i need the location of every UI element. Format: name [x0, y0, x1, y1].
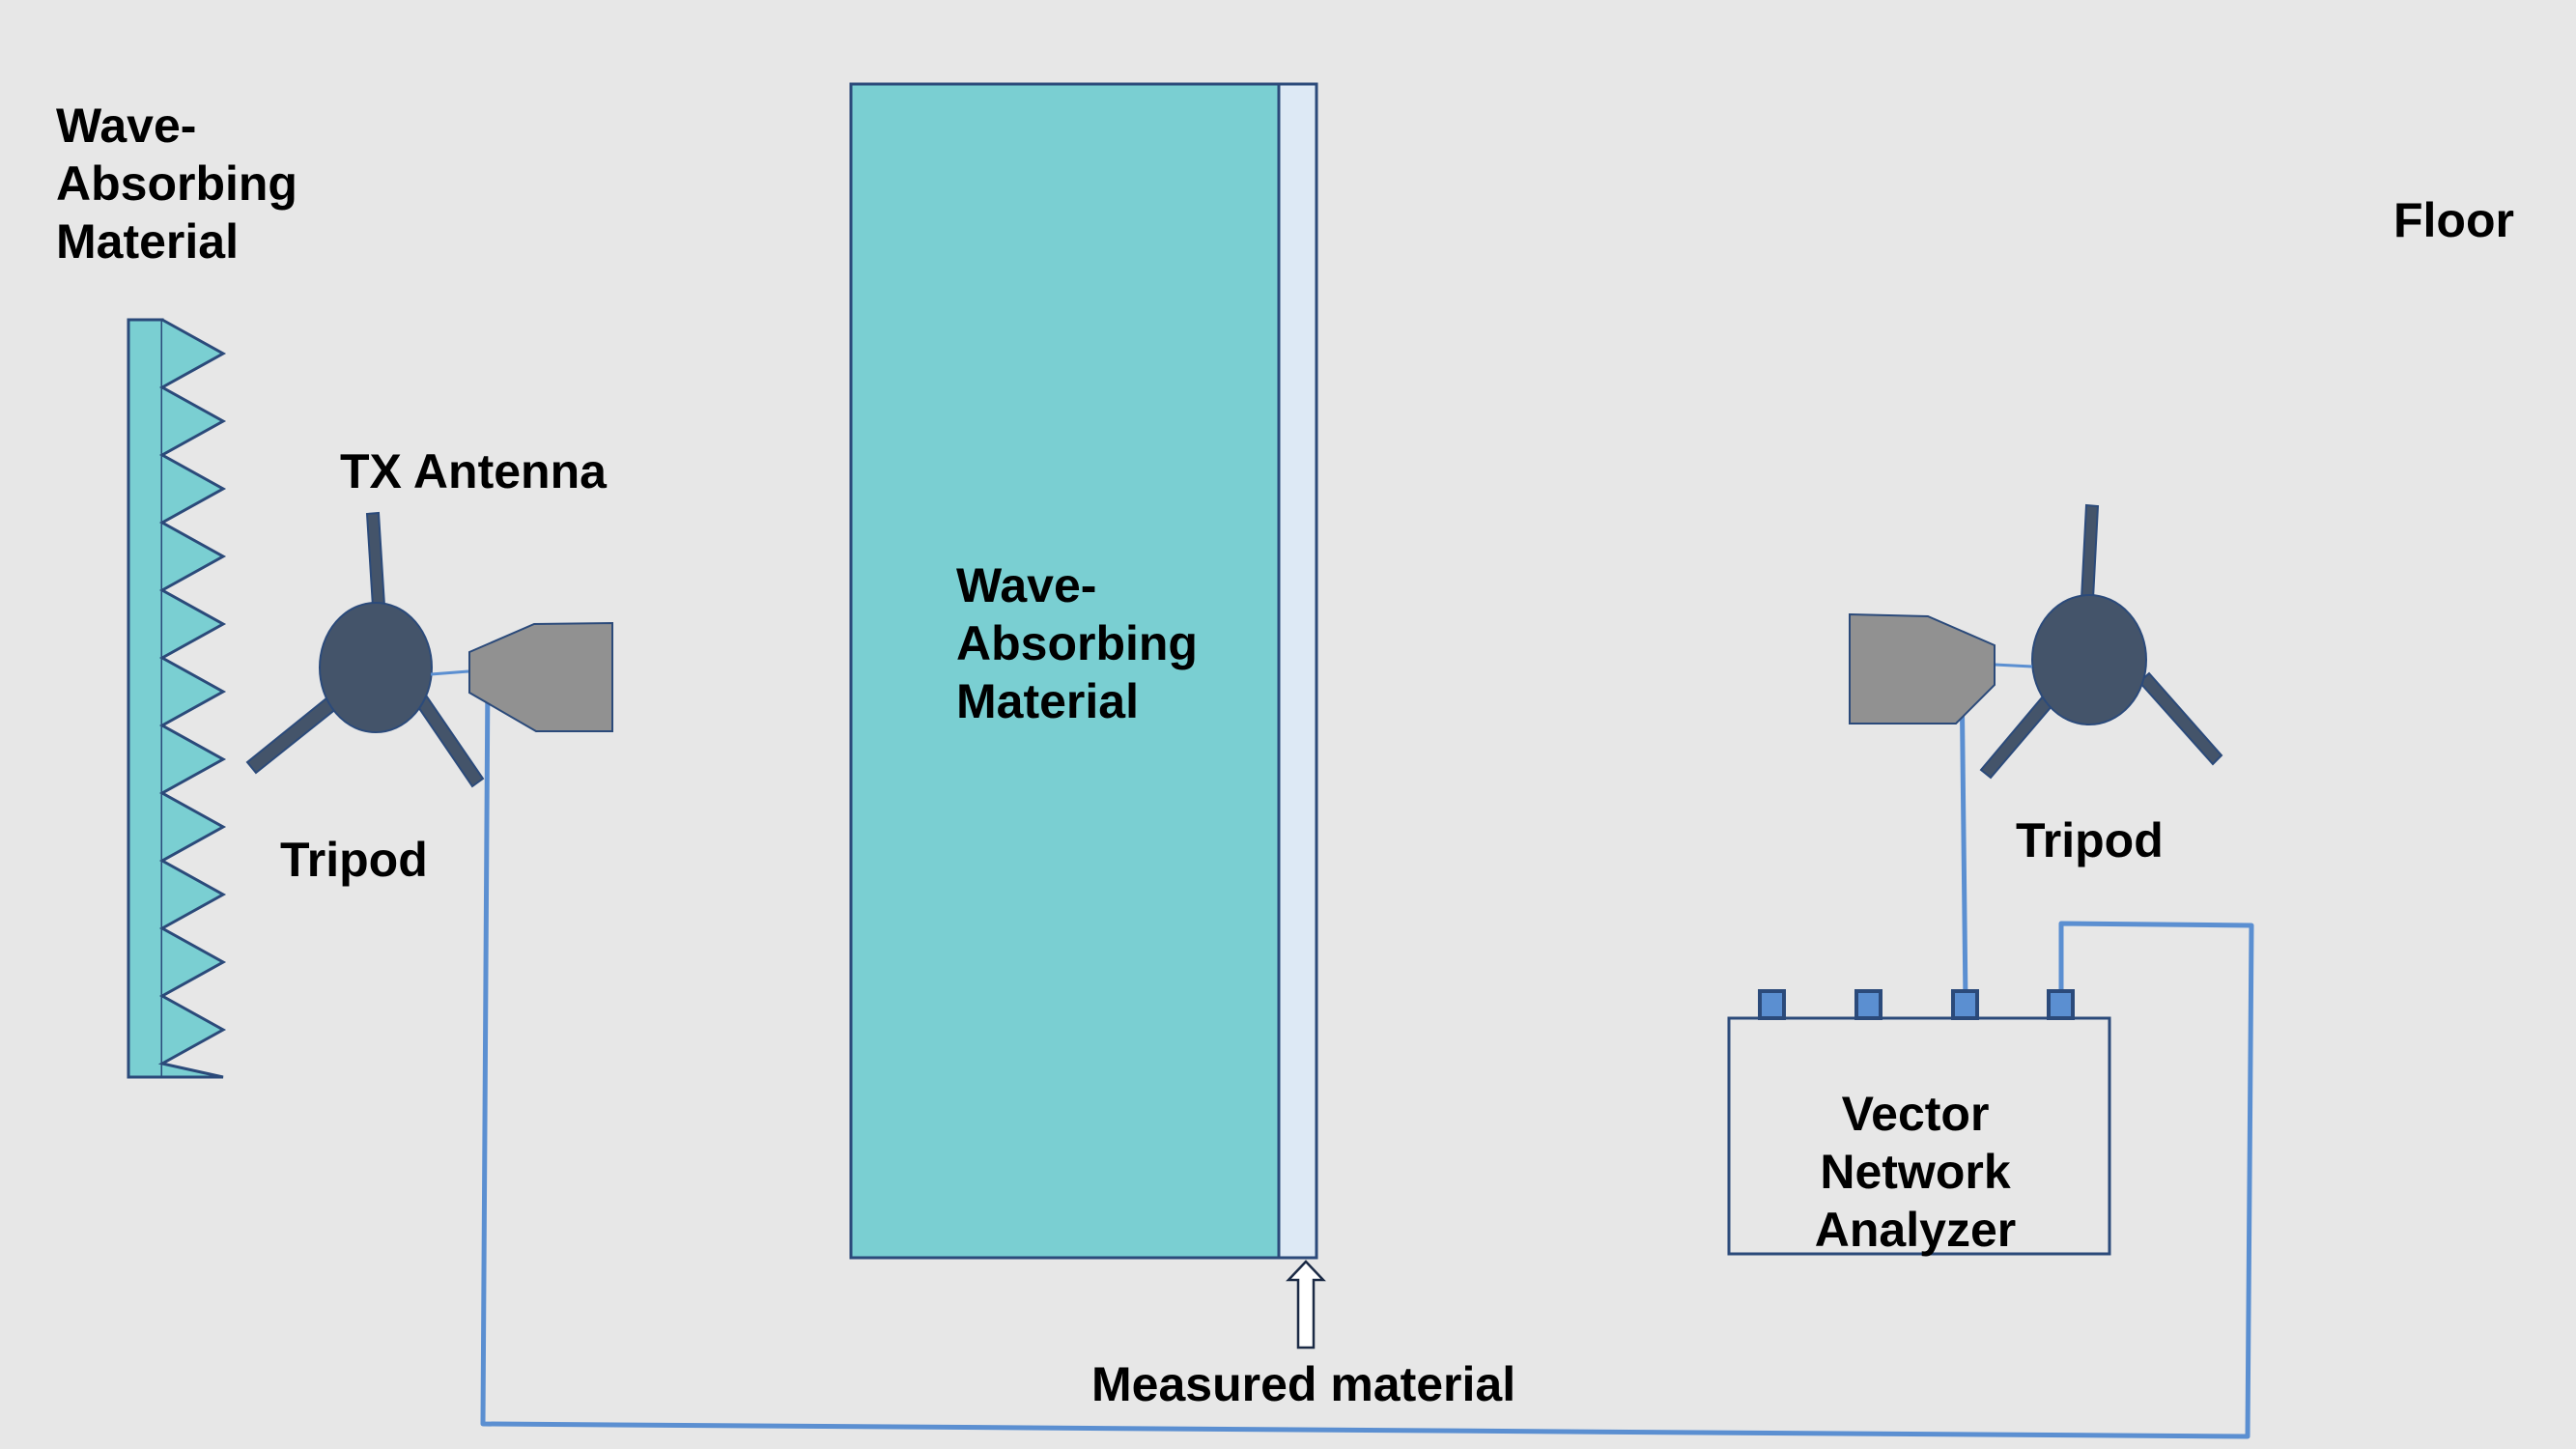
hollow-up-arrow-icon	[1286, 1260, 1326, 1350]
vna-port-4	[2047, 989, 2075, 1020]
vna-port-2	[1854, 989, 1882, 1020]
label-vector-network-analyzer: Vector Network Analyzer	[1814, 1087, 2017, 1257]
label-floor: Floor	[2393, 193, 2514, 247]
label-measured-material: Measured material	[1091, 1357, 1516, 1411]
rx-tripod	[1979, 503, 2223, 780]
vna-port-3	[1951, 989, 1979, 1020]
left-wave-absorber	[127, 318, 227, 1079]
rx-antenna	[1849, 612, 1996, 724]
label-tripod-right: Tripod	[2016, 813, 2164, 867]
tx-cable	[480, 670, 2254, 1439]
vector-network-analyzer	[1727, 989, 2111, 1256]
coax-cables	[480, 668, 2254, 1439]
vna-port-1	[1758, 989, 1786, 1020]
rx-cable	[1959, 668, 1968, 1004]
label-tx-antenna: TX Antenna	[340, 444, 607, 498]
label-wave-absorbing-center: Wave- Absorbing Material	[956, 558, 1198, 728]
central-wave-absorber	[849, 82, 1281, 1260]
label-tripod-left: Tripod	[280, 833, 428, 887]
measured-material-slab	[1277, 82, 1318, 1260]
label-wave-absorbing-left: Wave- Absorbing Material	[56, 99, 297, 269]
tx-tripod	[245, 511, 485, 788]
tx-antenna	[468, 621, 613, 732]
